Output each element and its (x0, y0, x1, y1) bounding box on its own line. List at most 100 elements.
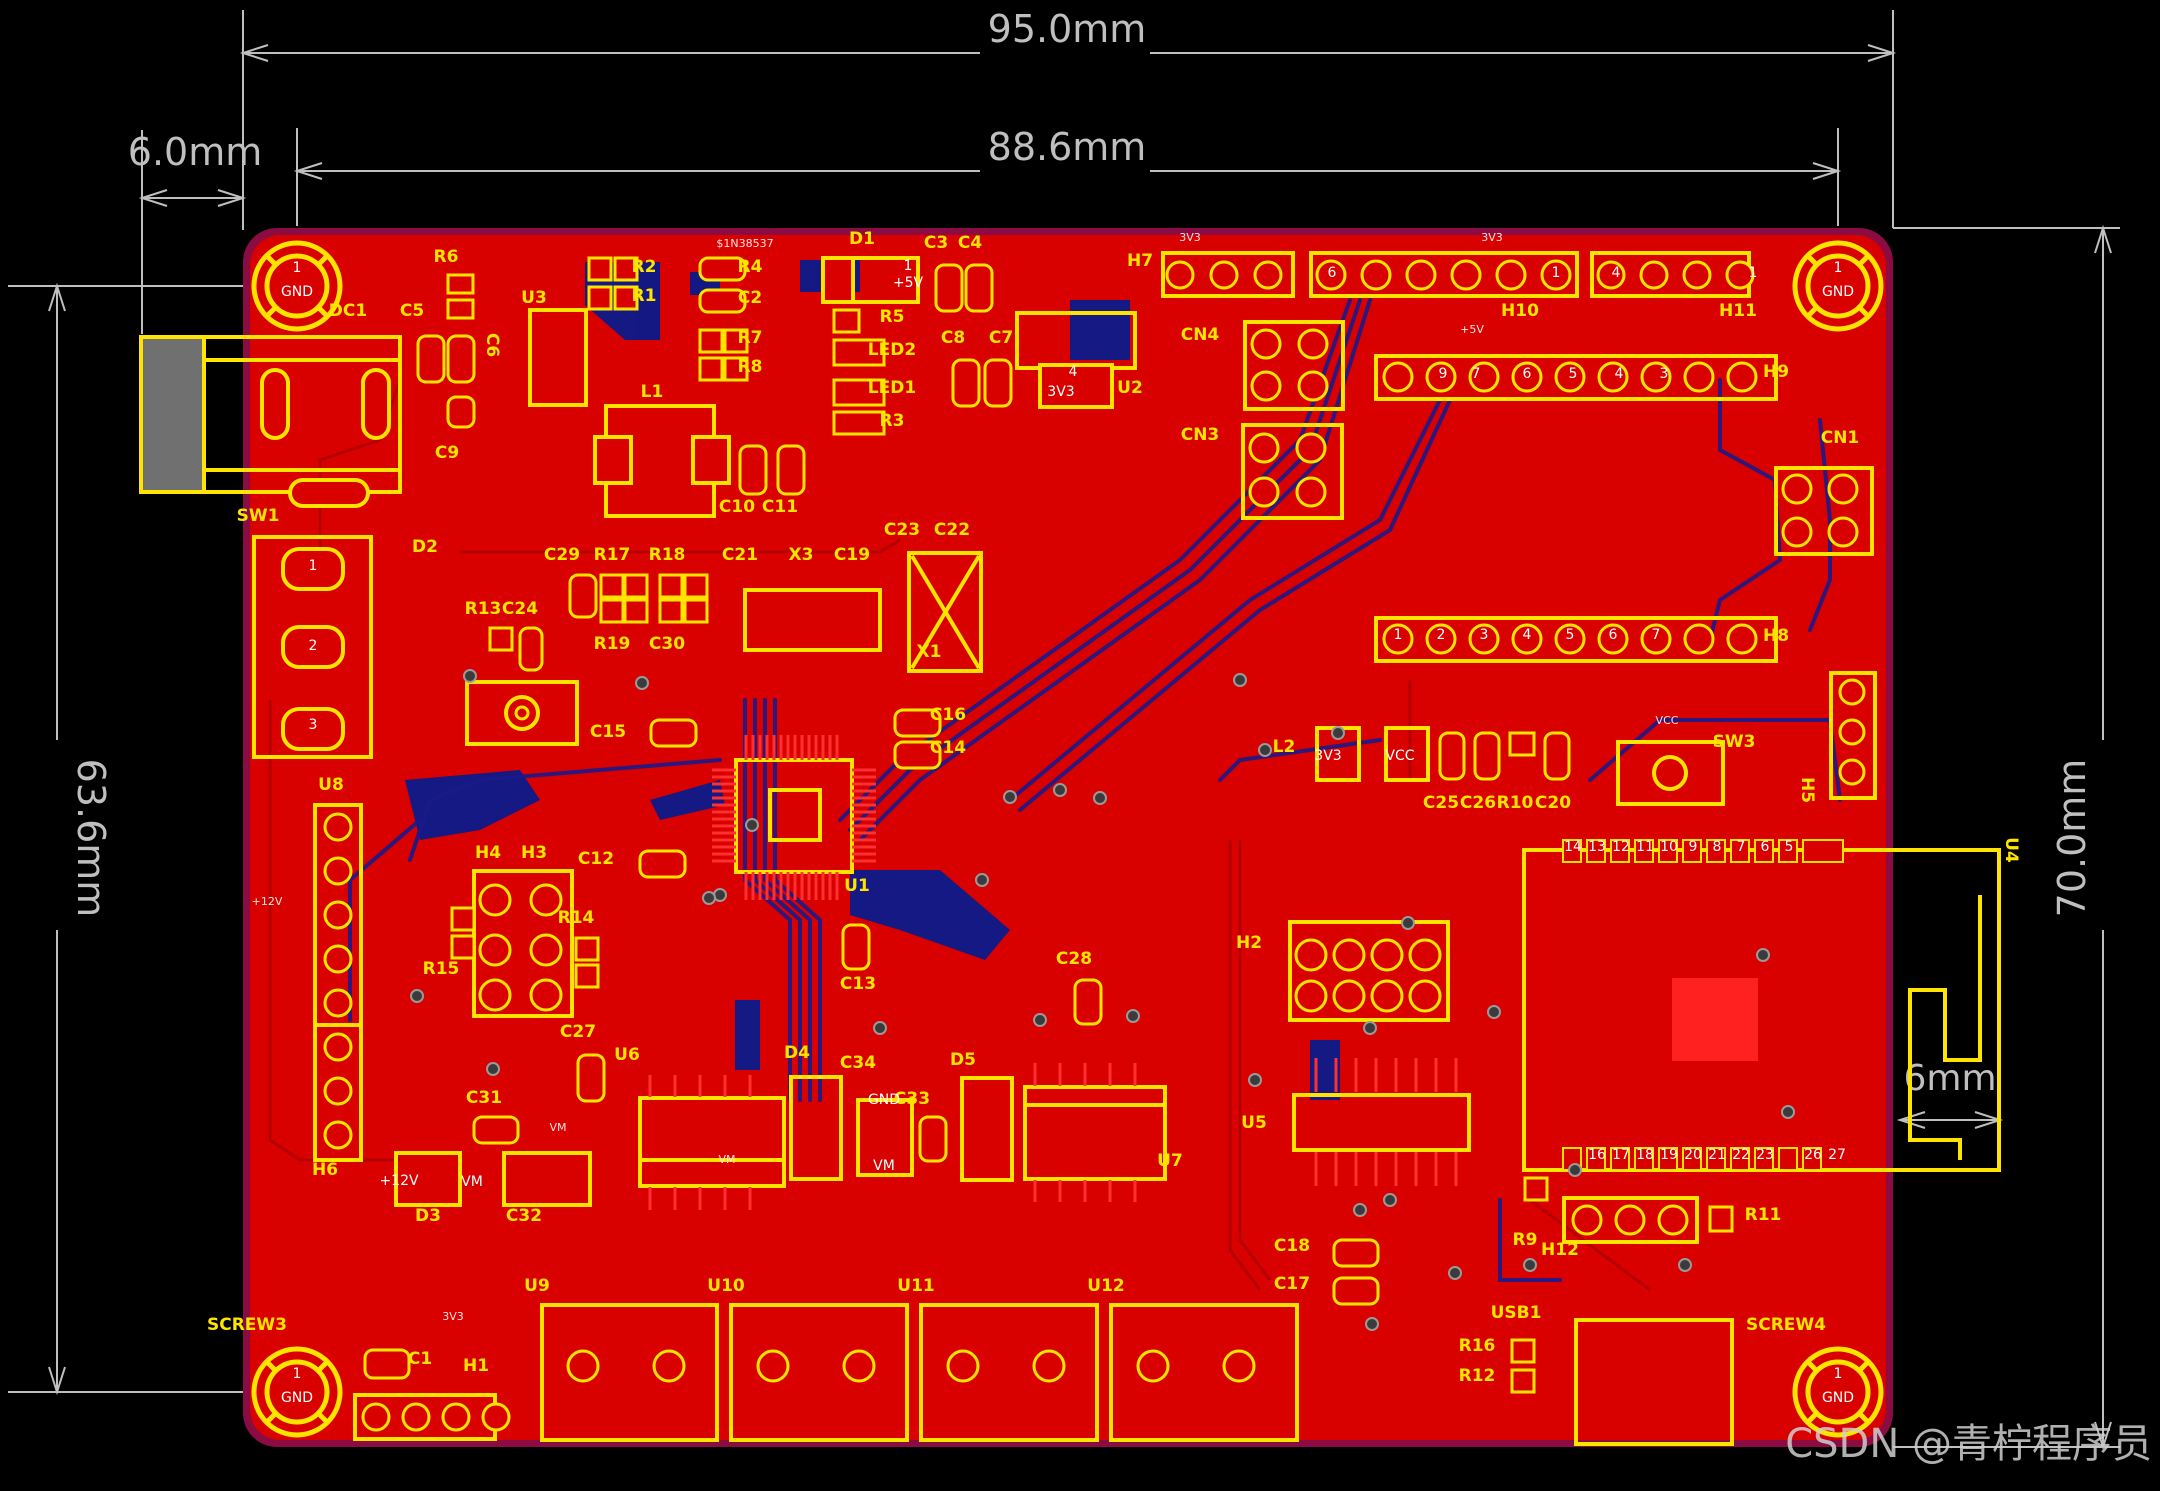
pad-label: 1 (1834, 1366, 1843, 1382)
pin-pad (1248, 432, 1280, 464)
refdes-c32: C32 (506, 1206, 542, 1226)
pin-pad (1370, 938, 1404, 972)
pad-label: 5 (1785, 839, 1794, 855)
pad-label: 3 (309, 717, 318, 733)
silk-note: VM (718, 1153, 735, 1166)
refdes-c22: C22 (934, 520, 970, 540)
refdes-d4: D4 (784, 1043, 810, 1063)
refdes-r7: R7 (738, 328, 763, 348)
refdes-l1: L1 (641, 382, 664, 402)
via (486, 1062, 500, 1076)
pad-label: 1 (309, 558, 318, 574)
refdes-c31: C31 (466, 1088, 502, 1108)
pad-label: 9 (1689, 839, 1698, 855)
pad-label: 27 (1828, 1147, 1846, 1163)
refdes-d5: D5 (950, 1050, 976, 1070)
module-thermal-pad (1672, 978, 1758, 1061)
refdes-c6: C6 (482, 333, 502, 357)
module-pad (1754, 839, 1774, 863)
via (1003, 790, 1017, 804)
via (1331, 726, 1345, 740)
refdes-c20: C20 (1535, 793, 1571, 813)
pin-pad (1597, 623, 1629, 655)
pin-pad (529, 978, 563, 1012)
refdes-h11: H11 (1719, 301, 1757, 321)
refdes-c24: C24 (502, 599, 538, 619)
pin-pad (1511, 361, 1543, 393)
module-pad (1634, 1147, 1654, 1171)
pin-pad (1511, 623, 1543, 655)
refdes-cn1: CN1 (1821, 428, 1860, 448)
via (1781, 1105, 1795, 1119)
pin-pad (756, 1349, 790, 1383)
refdes-r19: R19 (594, 634, 631, 654)
refdes-u10: U10 (707, 1276, 745, 1296)
pin-pad (529, 933, 563, 967)
pad-label: +5V (893, 275, 924, 291)
module-pad (1802, 1147, 1822, 1171)
refdes-r13: R13 (465, 599, 502, 619)
via (1093, 791, 1107, 805)
pad-label: 12 (1612, 839, 1630, 855)
refdes-c28: C28 (1056, 949, 1092, 969)
refdes-d3: D3 (415, 1206, 441, 1226)
pin-pad (946, 1349, 980, 1383)
refdes-c23: C23 (884, 520, 920, 540)
mounting-holes (251, 240, 1884, 1438)
refdes-led2: LED2 (868, 340, 916, 360)
refdes-r14: R14 (558, 908, 595, 928)
pad-label: 13 (1588, 839, 1606, 855)
dim-width-label: 95.0mm (988, 7, 1147, 51)
silk-note: VCC (1656, 714, 1679, 727)
via (1568, 1163, 1582, 1177)
pin-pad (1554, 361, 1586, 393)
refdes-u2: U2 (1117, 378, 1143, 398)
module-pad (1706, 839, 1726, 863)
pin-pad (1360, 259, 1392, 291)
refdes-c25: C25 (1423, 793, 1459, 813)
pad-label: 26 (1804, 1147, 1822, 1163)
module-pad (1778, 1147, 1798, 1171)
via (1053, 783, 1067, 797)
refdes-r10: R10 (1497, 793, 1534, 813)
refdes-c18: C18 (1274, 1236, 1310, 1256)
pad-label: 10 (1660, 839, 1678, 855)
via (1363, 1021, 1377, 1035)
refdes-sw1: SW1 (237, 506, 280, 526)
pin-pad (1295, 476, 1327, 508)
pad-label: VM (461, 1174, 483, 1190)
module-pads (1562, 839, 1844, 1171)
pad-label: 3V3 (1314, 748, 1341, 764)
vias (410, 669, 1795, 1331)
refdes-c13: C13 (840, 974, 876, 994)
refdes-c26: C26 (1460, 793, 1496, 813)
pad-label: 6 (1761, 839, 1770, 855)
pin-pad (1209, 260, 1239, 290)
pin-pad (1639, 260, 1669, 290)
refdes-r4: R4 (738, 257, 763, 277)
pad-label: 2 (1437, 627, 1446, 643)
refdes-c10: C10 (719, 497, 755, 517)
module-pad (1658, 839, 1678, 863)
pin-pad (1425, 361, 1457, 393)
pad-label: 7 (1737, 839, 1746, 855)
module-pad (1658, 1147, 1678, 1171)
refdes-c17: C17 (1274, 1274, 1310, 1294)
silk-note: 3V3 (1481, 231, 1503, 244)
via (1401, 916, 1415, 930)
pin-pad (1554, 623, 1586, 655)
pin-pad (1781, 516, 1813, 548)
pad-label: 6 (1328, 265, 1337, 281)
refdes-screw4: SCREW4 (1746, 1315, 1826, 1335)
pin-pad (1683, 361, 1715, 393)
pin-pad (1468, 623, 1500, 655)
pin-pad (1657, 1204, 1689, 1236)
pin-pad (1726, 361, 1758, 393)
refdes-d2: D2 (412, 537, 438, 557)
refdes-u11: U11 (897, 1276, 934, 1296)
via (745, 818, 759, 832)
via (1523, 1258, 1537, 1272)
header-pins (323, 259, 1866, 1432)
